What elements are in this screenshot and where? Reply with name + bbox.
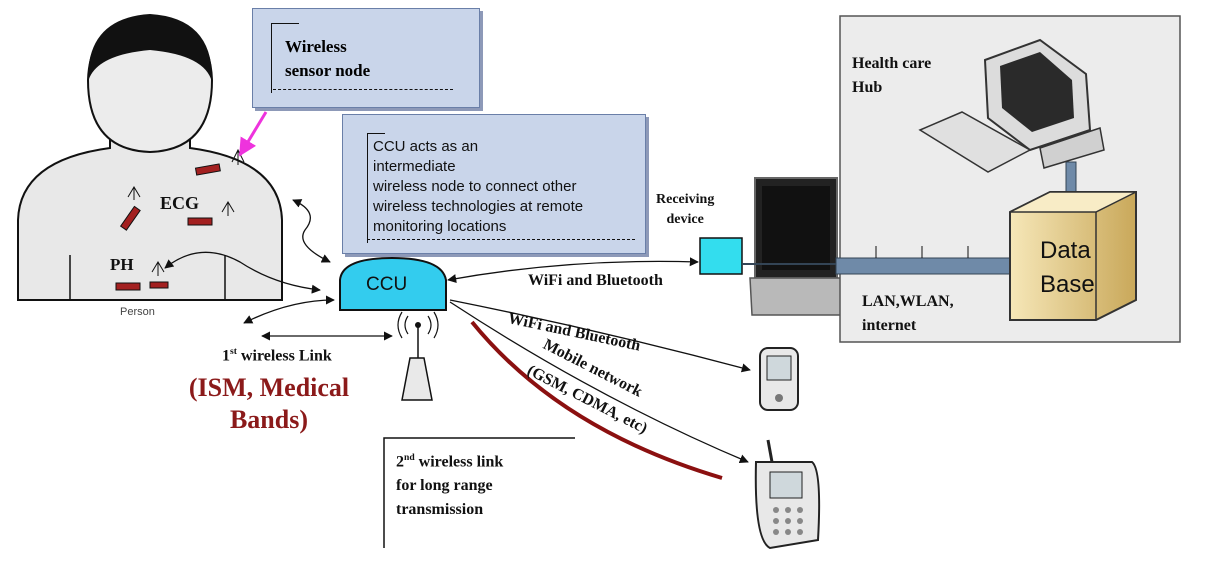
lan-wlan-internet-label: LAN,WLAN, internet [862, 293, 954, 334]
ccu-links [447, 257, 751, 464]
wifi-bluetooth-receiver-label: WiFi and Bluetooth [528, 272, 663, 289]
pda-phone-icon [759, 347, 799, 411]
receiving-device-label: Receiving device [656, 192, 715, 227]
health-care-hub-label: Health care Hub [852, 55, 932, 96]
receiving-device-icon [699, 237, 743, 275]
second-link-frame [383, 437, 575, 548]
mobile-phone-icon [754, 439, 821, 550]
person-label: Person [120, 306, 155, 318]
ccu-label: CCU [366, 274, 408, 295]
sensor-node-label-line2: sensor node [285, 61, 371, 80]
ccu-description-line2: intermediate [373, 158, 456, 175]
ccu-description-callout: CCU acts as an intermediate wireless nod… [342, 114, 646, 254]
second-wireless-link-label: 2nd wireless link for long range transmi… [396, 452, 504, 519]
ccu-description-line1: CCU acts as an [373, 138, 479, 155]
desktop-computer-icon [918, 38, 1105, 173]
ccu-description-line4: wireless technologies at remote [373, 198, 584, 215]
sensor-pointer-arrow [238, 111, 268, 157]
sensor-node-callout: Wireless sensor node [252, 8, 480, 108]
ecg-label: ECG [160, 193, 200, 213]
person-figure [17, 14, 283, 301]
long-range-arc [470, 320, 723, 480]
laptop-icon [749, 177, 854, 316]
ph-label: PH [110, 255, 134, 274]
sensor-icons [115, 148, 245, 291]
ism-medical-bands-label: (ISM, Medical Bands) [188, 373, 350, 434]
body-link-arrows [164, 199, 393, 341]
antenna-tower-icon [397, 311, 439, 401]
network-bus [742, 161, 1077, 275]
ccu-description-line3: wireless node to connect other [373, 178, 577, 195]
database-label: Data Base [1040, 237, 1095, 298]
database-server-icon [1009, 191, 1137, 321]
ccu-device [339, 256, 447, 311]
sensor-node-label-line1: Wireless [285, 37, 347, 56]
ccu-description-line5: monitoring locations [373, 218, 507, 235]
first-wireless-link-label: 1st wireless Link [222, 346, 332, 365]
